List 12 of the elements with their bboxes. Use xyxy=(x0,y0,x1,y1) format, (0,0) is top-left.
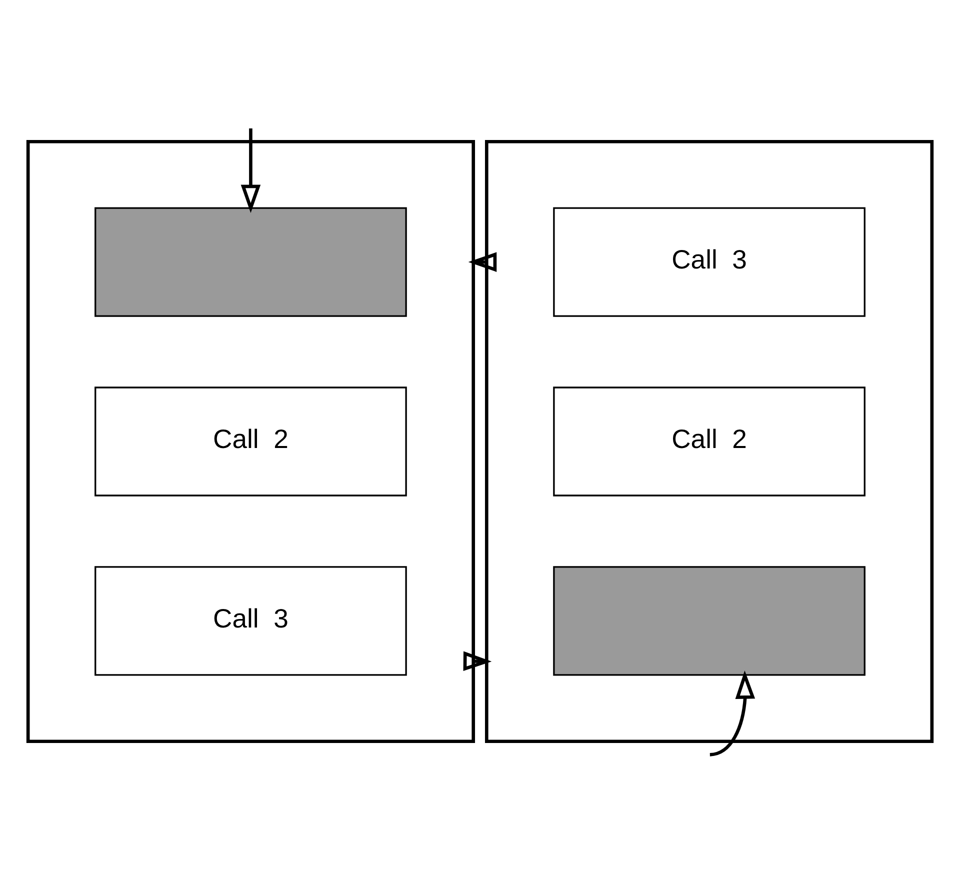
node-box: Call 2 xyxy=(553,386,866,496)
node-box: Call 3 xyxy=(94,566,407,676)
arrow xyxy=(468,252,497,272)
node-box: Call 3 xyxy=(553,206,866,316)
arrow xyxy=(710,670,756,756)
node-box xyxy=(553,566,866,676)
node-box: Call 2 xyxy=(94,386,407,496)
arrow xyxy=(240,128,261,213)
cluster xyxy=(26,139,476,743)
arrow xyxy=(463,650,492,671)
node-box xyxy=(94,206,407,316)
cluster xyxy=(484,139,934,743)
